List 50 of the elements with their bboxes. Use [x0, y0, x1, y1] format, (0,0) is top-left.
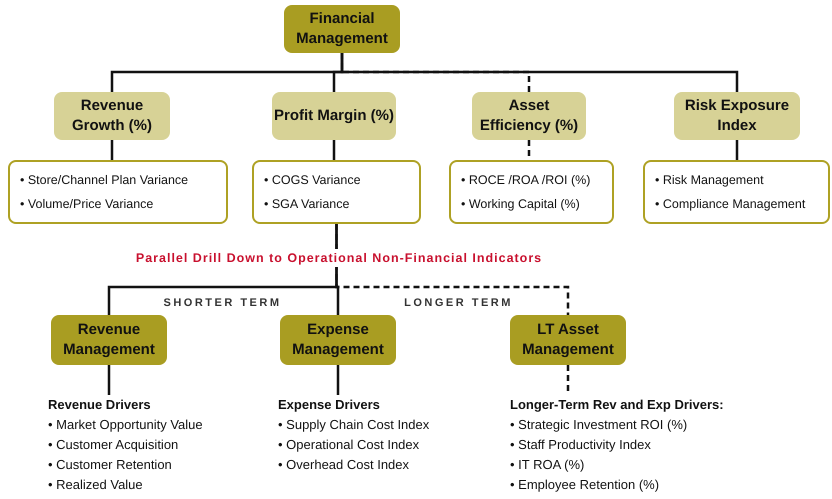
- list-item: • SGA Variance: [264, 196, 350, 213]
- connector-line: [110, 140, 114, 160]
- list-item: • ROCE /ROA /ROI (%): [461, 172, 590, 189]
- list-item: • Market Opportunity Value: [48, 416, 203, 434]
- box-heading: Financial Management: [295, 9, 389, 49]
- list-item: • Staff Productivity Index: [510, 436, 651, 454]
- list-item: • Customer Acquisition: [48, 436, 178, 454]
- box-heading: Revenue Growth (%): [71, 96, 153, 136]
- list-item: • IT ROA (%): [510, 456, 584, 474]
- list-box: [252, 160, 421, 224]
- management-box: [280, 315, 396, 365]
- list-item: • Compliance Management: [655, 196, 806, 213]
- management-box: [284, 5, 400, 53]
- list-box: [643, 160, 830, 224]
- list-item: • Supply Chain Cost Index: [278, 416, 430, 434]
- box-heading: Expense Management: [291, 320, 385, 360]
- category-box: [674, 92, 800, 140]
- box-heading: Revenue Management: [62, 320, 156, 360]
- connector-line: [332, 140, 336, 160]
- term-label: SHORTER TERM: [162, 296, 282, 311]
- list-heading: Revenue Drivers: [48, 396, 151, 414]
- management-box: [51, 315, 167, 365]
- list-box: [449, 160, 614, 224]
- list-item: • Realized Value: [48, 476, 143, 494]
- box-heading: LT Asset Management: [521, 320, 615, 360]
- category-box: [54, 92, 170, 140]
- list-item: • Risk Management: [655, 172, 764, 189]
- management-box: [510, 315, 626, 365]
- connector-line: [336, 365, 340, 395]
- box-heading: Risk Exposure Index: [684, 96, 790, 136]
- list-item: • Volume/Price Variance: [20, 196, 154, 213]
- list-item: • COGS Variance: [264, 172, 361, 189]
- connector-line: [736, 140, 738, 160]
- connector-line: [340, 53, 738, 92]
- list-heading: Longer-Term Rev and Exp Drivers:: [510, 396, 724, 414]
- list-item: • Working Capital (%): [461, 196, 580, 213]
- list-item: • Strategic Investment ROI (%): [510, 416, 688, 434]
- list-item: • Overhead Cost Index: [278, 456, 410, 474]
- list-item: • Store/Channel Plan Variance: [20, 172, 188, 189]
- category-box: [272, 92, 396, 140]
- list-item: • Customer Retention: [48, 456, 172, 474]
- box-heading: Profit Margin (%): [274, 106, 394, 126]
- list-box: [8, 160, 228, 224]
- box-heading: Asset Efficiency (%): [478, 96, 580, 136]
- connector-line: [108, 365, 110, 395]
- list-heading: Expense Drivers: [278, 396, 380, 414]
- category-box: [472, 92, 586, 140]
- term-label: LONGER TERM: [403, 296, 514, 311]
- list-item: • Operational Cost Index: [278, 436, 420, 454]
- list-item: • Employee Retention (%): [510, 476, 660, 494]
